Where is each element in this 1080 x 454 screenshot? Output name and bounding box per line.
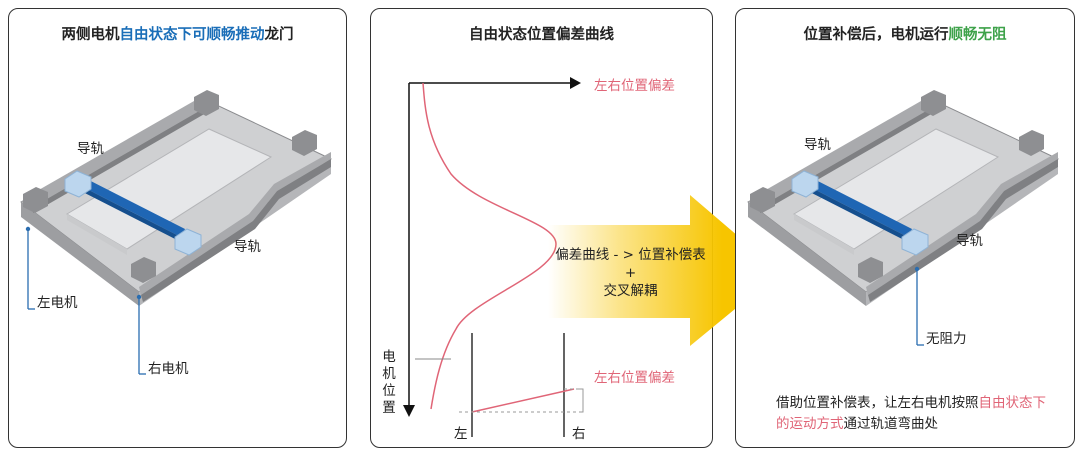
desc-part: 借助位置补偿表，让左右电机按照 <box>776 395 979 411</box>
x-axis-label: 左右位置偏差 <box>594 78 675 94</box>
desc-highlight: 自由状态下的运动方式 <box>776 395 1046 432</box>
right-label: 右 <box>572 426 586 442</box>
title-part: 两侧电机 <box>61 27 120 43</box>
arrow-caption: 偏差曲线 - > 位置补偿表 + 交叉解耦 <box>548 246 713 300</box>
arrow-line: 交叉解耦 <box>603 283 658 299</box>
title-highlight: 顺畅无阻 <box>948 27 1007 43</box>
arrow-line: 偏差曲线 - > 位置补偿表 <box>555 247 706 263</box>
panel-title: 自由状态位置偏差曲线 <box>469 27 614 43</box>
panel-free-state: 两侧电机自由状态下可顺畅推动龙门 导轨 导轨 左电机 右电机 <box>8 8 347 448</box>
no-resistance-label: 无阻力 <box>926 331 967 347</box>
title-part: 位置补偿后，电机运行 <box>803 27 949 43</box>
title-part: 龙门 <box>264 27 294 43</box>
rail-label: 导轨 <box>77 141 104 157</box>
bottom-deviation-label: 左右位置偏差 <box>594 370 675 386</box>
gantry-illustration <box>20 90 332 375</box>
right-motor-label: 右电机 <box>148 361 189 377</box>
y-axis-label: 电机位置 <box>382 349 396 416</box>
left-label: 左 <box>454 426 468 442</box>
desc-part: 通过轨道弯曲处 <box>843 416 939 432</box>
panel-title: 两侧电机自由状态下可顺畅推动龙门 <box>9 23 346 44</box>
gantry-illustration <box>747 90 1059 346</box>
panel-title: 位置补偿后，电机运行顺畅无阻 <box>736 23 1074 44</box>
rail-label: 导轨 <box>234 239 261 255</box>
arrow-plus: + <box>624 265 637 281</box>
panel-compensated: 位置补偿后，电机运行顺畅无阻 导轨 导轨 无阻力 借助位置补偿表，让左右电机按照… <box>735 8 1075 448</box>
panel-deviation-curve: 自由状态位置偏差曲线 左右位置偏差 电机位置 左右位置偏差 左 右 <box>370 8 713 448</box>
title-highlight: 自由状态下可顺畅推动 <box>119 27 265 43</box>
left-motor-label: 左电机 <box>37 295 78 311</box>
description: 借助位置补偿表，让左右电机按照自由状态下的运动方式通过轨道弯曲处 <box>776 393 1054 435</box>
rail-label: 导轨 <box>956 233 983 249</box>
rail-label: 导轨 <box>804 137 831 153</box>
